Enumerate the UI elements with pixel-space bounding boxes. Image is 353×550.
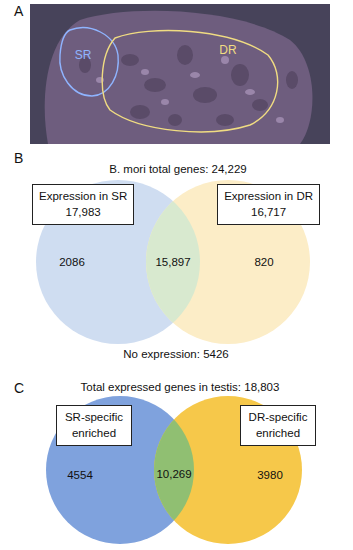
box-text: DR-specific enriched [247,410,309,441]
panel-title: Total expressed genes in testis: 18,803 [81,381,280,393]
enrichment-box: SR-specific enriched [56,405,132,446]
region-outline-path [60,28,118,96]
venn-count: 2086 [59,256,85,268]
tissue-section [45,11,313,144]
region-outline-path [102,31,277,132]
venn-circle-fill [154,396,302,544]
enrichment-box: DR-specific enriched [240,405,316,446]
box-text: SR-specific enriched [63,410,125,441]
panel-letter: B [14,150,23,166]
sr-region-outline: SR [56,22,124,100]
venn-count: 820 [254,256,273,268]
expression-box: Expression in SR17,983 [32,184,134,225]
venn-count: 10,269 [156,468,191,480]
venn-count: 4554 [67,469,93,481]
box-text: Expression in SR [39,189,127,205]
venn-count: 15,897 [155,256,190,268]
panel-letter: A [14,3,23,19]
region-label: DR [219,43,236,57]
box-text: Expression in DR [224,189,313,205]
dr-region-outline: DR [96,26,284,136]
venn-overlap [154,396,302,544]
venn-circle-fill [46,396,194,544]
venn-count: 3980 [257,469,283,481]
region-outline [96,26,284,136]
region-label: SR [75,48,92,62]
tissue-highlights [96,56,284,123]
box-text: 16,717 [224,205,313,221]
panel-letter: C [14,380,24,396]
panel-note: No expression: 5426 [123,348,228,360]
venn-overlap [146,180,310,344]
expression-box: Expression in DR16,717 [217,184,320,225]
micrograph-ground [30,4,330,144]
box-text: 17,983 [39,205,127,221]
venn-circle-fill [146,180,310,344]
panel-title: B. mori total genes: 24,229 [109,163,246,175]
